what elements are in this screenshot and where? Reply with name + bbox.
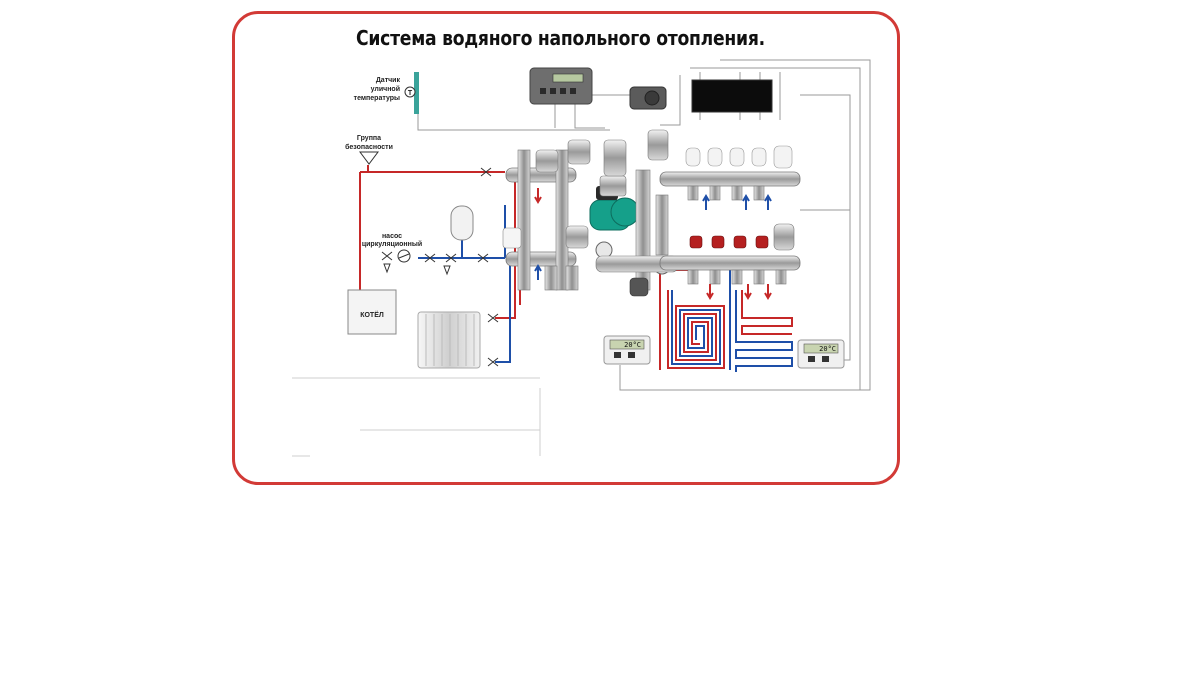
outdoor-sensor: T Датчик уличной температуры xyxy=(354,72,419,114)
valve-icon xyxy=(424,253,436,263)
valve-icon xyxy=(445,253,457,263)
flow-arrow-down-icon xyxy=(706,284,714,300)
safety-label-line1: Группа xyxy=(357,135,381,142)
thermostat-left-reading: 20°C xyxy=(624,341,641,349)
supply-valve xyxy=(480,167,492,177)
pump-label-line2: циркуляционный xyxy=(362,240,422,248)
valve-icon xyxy=(381,251,393,261)
safety-group: Группа безопасности xyxy=(345,135,393,165)
thermostat-right-reading: 20°C xyxy=(819,345,836,353)
sensor-label-line2: уличной xyxy=(371,85,400,93)
flow-arrow-up-icon xyxy=(764,194,772,210)
floor-manifold xyxy=(659,145,801,300)
floor-loop-serpentine xyxy=(735,290,793,372)
flow-arrow-down-icon xyxy=(764,284,772,300)
floor-loop-spiral xyxy=(667,290,725,369)
sensor-label-line1: Датчик xyxy=(376,77,401,84)
flow-arrow-down-icon xyxy=(534,188,542,204)
safety-valve-icon xyxy=(359,151,379,165)
pump-label-line1: насос xyxy=(382,233,402,240)
main-circulation-pump xyxy=(589,129,679,297)
sensor-label-line3: температуры xyxy=(354,95,400,102)
flow-arrow-up-icon xyxy=(534,264,542,280)
circulation-pump-small: насос циркуляционный xyxy=(362,233,489,276)
flow-arrow-up-icon xyxy=(702,194,710,210)
mixing-valve-actuator xyxy=(629,86,667,110)
room-thermostat-left: 20°C xyxy=(603,335,651,365)
zone-controller xyxy=(691,79,773,113)
diagram-title: Система водяного напольного отопления. xyxy=(356,26,765,50)
valve-icon xyxy=(477,253,489,263)
sensor-symbol-icon: T xyxy=(408,90,413,97)
primary-manifold xyxy=(502,139,591,291)
radiator xyxy=(417,311,499,369)
artifact-dashes xyxy=(292,377,541,457)
weather-controller xyxy=(529,67,593,105)
radiator-valve-icon xyxy=(487,357,499,367)
flow-arrow-up-icon xyxy=(742,194,750,210)
expansion-tank xyxy=(450,205,474,241)
safety-label-line2: безопасности xyxy=(345,143,393,151)
radiator-valve-icon xyxy=(487,313,499,323)
boiler: КОТЁЛ xyxy=(347,289,397,335)
room-thermostat-right: 20°C xyxy=(797,339,845,369)
flow-arrow-down-icon xyxy=(744,284,752,300)
boiler-label: КОТЁЛ xyxy=(360,311,384,319)
